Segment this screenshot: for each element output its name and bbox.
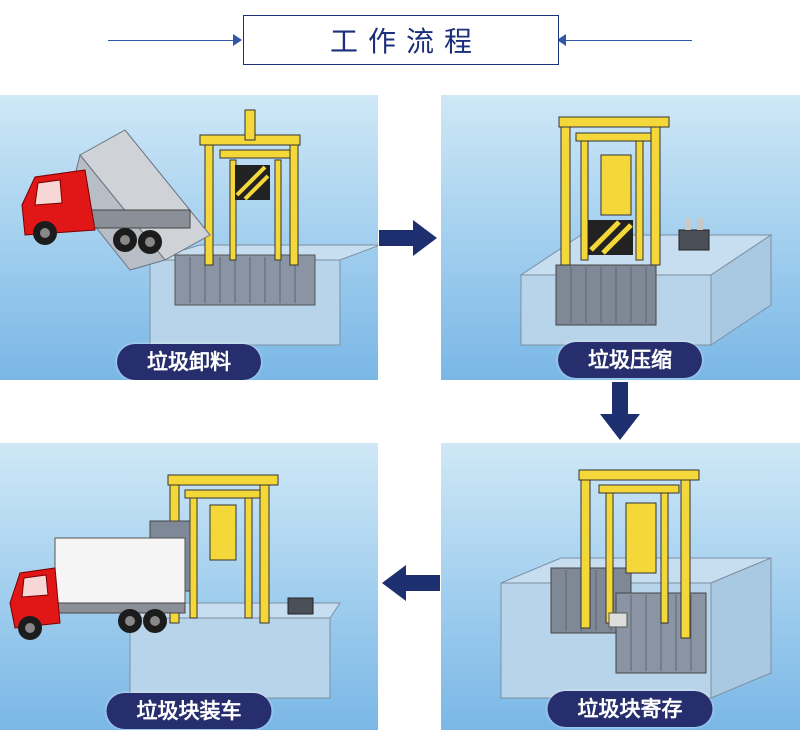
header-line-right [562, 40, 692, 41]
unloading-illustration [21, 109, 378, 346]
compression-illustration [519, 116, 773, 346]
header-line-left [108, 40, 238, 41]
title-box: 工作流程 [243, 15, 559, 65]
header-arrow-left-icon [557, 34, 566, 46]
loading-illustration [9, 474, 341, 699]
step-panel-loading: 垃圾块装车 [0, 443, 378, 730]
step-panel-compression: 垃圾压缩 [441, 95, 800, 380]
step-panel-storage: 垃圾块寄存 [441, 443, 800, 730]
storage-illustration [500, 469, 772, 699]
step-label: 垃圾块寄存 [547, 691, 713, 727]
arrow-left-icon [382, 565, 440, 601]
step-panel-unloading: 垃圾卸料 [0, 95, 378, 380]
page-title: 工作流程 [329, 25, 482, 58]
arrow-down-icon [600, 382, 640, 440]
step-label: 垃圾压缩 [558, 342, 702, 378]
arrow-right-icon [379, 220, 437, 256]
header-arrow-right-icon [233, 34, 242, 46]
step-label: 垃圾卸料 [117, 344, 261, 380]
step-label: 垃圾块装车 [106, 693, 272, 729]
